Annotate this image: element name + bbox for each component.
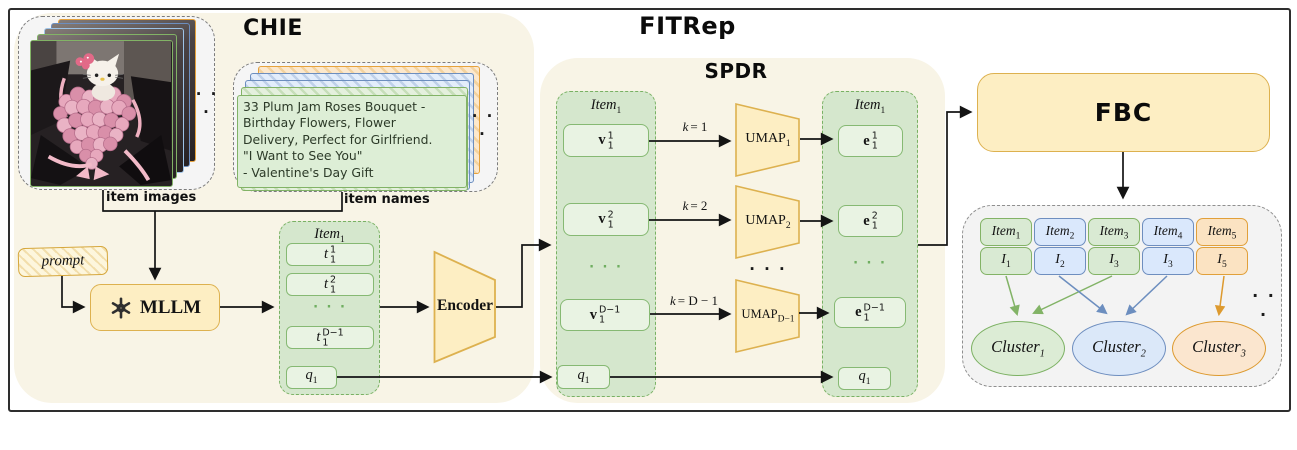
openai-logo-icon [111, 297, 131, 318]
cluster-rep-cell-3: I3 [1088, 247, 1140, 275]
chie-title: CHIE [243, 16, 303, 41]
cluster-item-cell-1: Item1 [980, 218, 1032, 246]
t-ellipsis: · · · [313, 300, 347, 315]
umap-2-shape [735, 184, 800, 260]
t-q-box: q1 [286, 366, 337, 389]
spdr-title: SPDR [704, 59, 768, 83]
encoder-label: Encoder [437, 297, 493, 314]
cluster-rep-cell-1: I1 [980, 247, 1032, 275]
cluster-rep-cell-2: I2 [1034, 247, 1086, 275]
t-item-label: Item1 [314, 226, 345, 245]
cluster-item-cell-5: Item5 [1196, 218, 1248, 246]
cluster-ellipse-1: Cluster1 [971, 321, 1065, 376]
prompt-label: prompt [41, 252, 85, 270]
item-images-label: item images [106, 190, 197, 205]
cluster-ellipse-3: Cluster3 [1172, 321, 1266, 376]
v-ellipsis: · · · [589, 260, 623, 275]
umap-d-shape [735, 278, 800, 354]
umap-ellipsis: · · · [749, 260, 787, 278]
cluster-rep-cell-5: I5 [1196, 247, 1248, 275]
item-photo-hello-kitty-bouquet [30, 40, 173, 187]
prompt-box: prompt [17, 245, 109, 278]
fitrep-title: FITRep [639, 12, 736, 40]
umap-1-label: UMAP1 [745, 131, 791, 149]
bouquet-photo-illustration [31, 41, 171, 185]
e-item-label: Item1 [854, 97, 886, 116]
fbc-box: FBC [977, 73, 1270, 152]
cluster-item-cell-4: Item4 [1142, 218, 1194, 246]
item-name-line-1: 33 Plum Jam Roses Bouquet - [243, 99, 426, 114]
k-label-d: k= D − 1 [669, 293, 719, 308]
item-names-label: item names [344, 192, 430, 207]
umap-1-shape [735, 102, 800, 178]
images-ellipsis: · · · [195, 85, 219, 121]
k-label-1: k= 1 [682, 119, 708, 134]
figure-border [8, 8, 1291, 412]
cluster-ellipse-2: Cluster2 [1072, 321, 1166, 376]
k-label-2: k= 2 [682, 198, 708, 213]
fbc-label: FBC [1094, 98, 1153, 127]
item-name-line-2: Birthday Flowers, Flower [243, 115, 396, 131]
item-name-line-5: - Valentine's Day Gift [243, 164, 374, 180]
v-item-label: Item1 [590, 97, 622, 116]
names-ellipsis: · · · [471, 107, 495, 143]
item-name-card: 33 Plum Jam Roses Bouquet - Birthday Flo… [237, 95, 467, 188]
mllm-box: MLLM [90, 284, 220, 331]
umap-d-label: UMAPD−1 [741, 307, 795, 325]
cluster-rep-cell-4: I3 [1142, 247, 1194, 275]
e-q-box: q1 [838, 367, 891, 390]
umap-2-label: UMAP2 [745, 213, 791, 231]
mllm-label: MLLM [139, 296, 202, 318]
item-name-line-4: "I Want to See You" [243, 148, 363, 164]
e-ellipsis: · · · [853, 256, 887, 271]
v-q-box: q1 [557, 365, 610, 389]
cluster-item-cell-3: Item3 [1088, 218, 1140, 246]
cluster-item-cell-2: Item2 [1034, 218, 1086, 246]
encoder-shape [433, 250, 496, 364]
item-name-line-3: Delivery, Perfect for Girlfriend. [243, 131, 433, 147]
cluster-ellipsis: · · · [1252, 286, 1276, 324]
